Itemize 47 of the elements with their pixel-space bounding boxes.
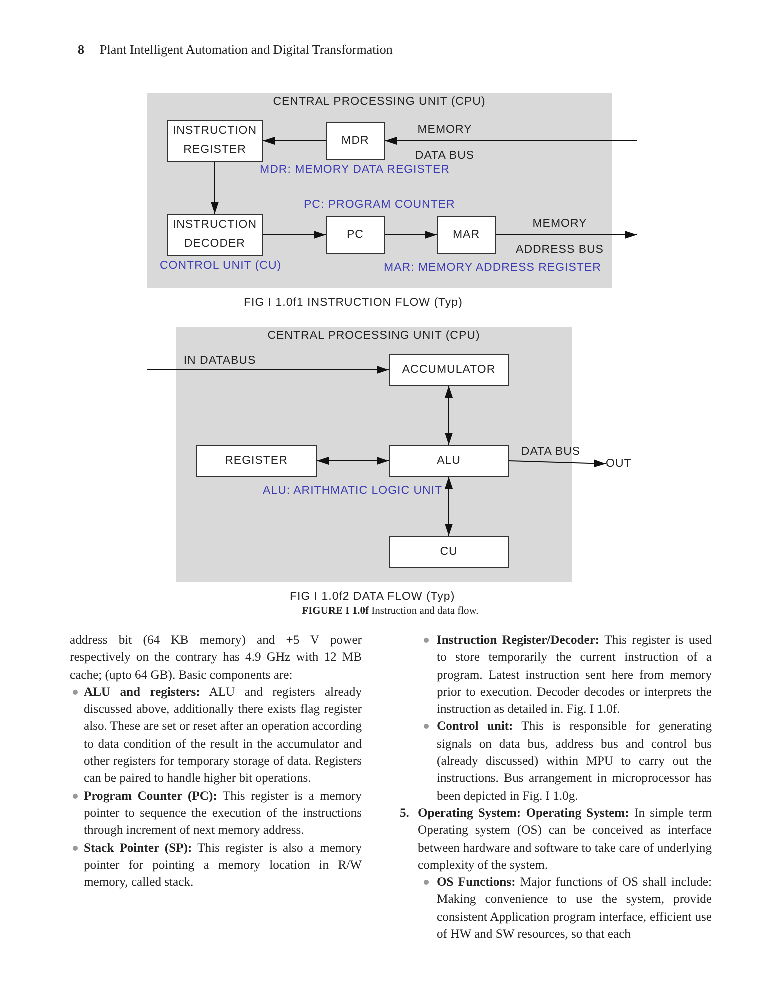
annotation-text: ALU: ARITHMATIC LOGIC UNIT bbox=[263, 485, 444, 497]
annotation-text: MAR: MEMORY ADDRESS REGISTER bbox=[384, 262, 602, 274]
arrow bbox=[316, 457, 390, 465]
arrow bbox=[211, 162, 219, 214]
paragraph: address bit (64 KB memory) and +5 V power respectively on the contrary has 4.9 GHz with 12 MB cache; (upto 64 GB). Basic components are: bbox=[70, 632, 362, 684]
bullet-text: Instruction Register/Decoder: This register is used to store temporarily the current instruction of a program. Latest instruction sent here from memory prior to execution. Decoder decodes or interprets the instruction as detailed in. Fig. I 1.0f. bbox=[437, 632, 712, 718]
arrow bbox=[508, 460, 606, 468]
arrow bbox=[384, 137, 638, 145]
figure-caption: FIG I 1.0f2 DATA FLOW (Typ) bbox=[290, 591, 456, 603]
running-header: Plant Intelligent Automation and Digital Transformation bbox=[100, 42, 394, 58]
list-number: 5. bbox=[400, 804, 410, 822]
annotation-text: MDR: MEMORY DATA REGISTER bbox=[260, 164, 451, 176]
register-box: ALU bbox=[389, 445, 509, 477]
register-box: CU bbox=[389, 536, 509, 568]
register-box: INSTRUCTION DECODER bbox=[167, 214, 263, 256]
bullet-text: Control unit: This is responsible for generating signals on data bus, address bus and control bus (already discussed) within MPU to carry out the instructions. Bus arrangement in microprocessor has been depicted in Fig. I 1.0g. bbox=[437, 718, 712, 805]
arrow bbox=[146, 366, 390, 374]
cpu-panel bbox=[147, 93, 612, 288]
paragraph: Operating System: Operating System: In simple term Operating system (OS) can be conceived as interface between hardware and software to take care of underlying complexity of the system. bbox=[418, 804, 712, 874]
register-box: PC bbox=[326, 216, 385, 254]
output-label: OUT bbox=[606, 455, 636, 473]
register-box: MDR bbox=[326, 122, 385, 160]
arrow bbox=[496, 231, 638, 239]
register-box: INSTRUCTION REGISTER bbox=[167, 120, 263, 162]
figure-caption: FIG I 1.0f1 INSTRUCTION FLOW (Typ) bbox=[244, 297, 464, 309]
bullet-text: Stack Pointer (SP): This register is also a memory pointer for pointing a memory location in R/W memory, called stack. bbox=[84, 840, 362, 892]
arrow bbox=[384, 231, 438, 239]
annotation-text: PC: PROGRAM COUNTER bbox=[304, 199, 456, 211]
bullet-text: Program Counter (PC): This register is a memory pointer to sequence the execution of the instructions through increment of next memory address. bbox=[84, 788, 362, 840]
arrow bbox=[262, 231, 326, 239]
register-box: ACCUMULATOR bbox=[389, 354, 509, 386]
annotation-text: CONTROL UNIT (CU) bbox=[160, 260, 283, 272]
arrow bbox=[262, 137, 326, 145]
register-box: MAR bbox=[437, 216, 496, 254]
figure-caption: FIGURE I 1.0f Instruction and data flow. bbox=[301, 606, 480, 617]
bullet-text: ALU and registers: ALU and registers already discussed above, additionally there exists flag register also. These are set or reset after an operation according to data condition of the result in the accumulator and other registers for temporary storage of data. Registers can be paired to handle higher bit operations. bbox=[84, 684, 362, 788]
edge-label: MEMORY DATA BUS bbox=[414, 123, 476, 164]
edge-label: MEMORY ADDRESS BUS bbox=[515, 217, 605, 258]
arrow bbox=[445, 386, 453, 446]
register-box: REGISTER bbox=[196, 445, 317, 477]
arrow bbox=[445, 476, 453, 536]
edge-label: DATA BUS bbox=[520, 445, 582, 459]
panel-title: CENTRAL PROCESSING UNIT (CPU) bbox=[266, 330, 482, 342]
bullet-text: OS Functions: Major functions of OS shall include: Making convenience to use the system, provide consistent Application program interface, efficient use of HW and SW resources, so that each bbox=[437, 874, 712, 944]
edge-label: IN DATABUS bbox=[182, 354, 258, 368]
page-number: 8 bbox=[78, 42, 84, 58]
panel-title: CENTRAL PROCESSING UNIT (CPU) bbox=[272, 96, 487, 108]
